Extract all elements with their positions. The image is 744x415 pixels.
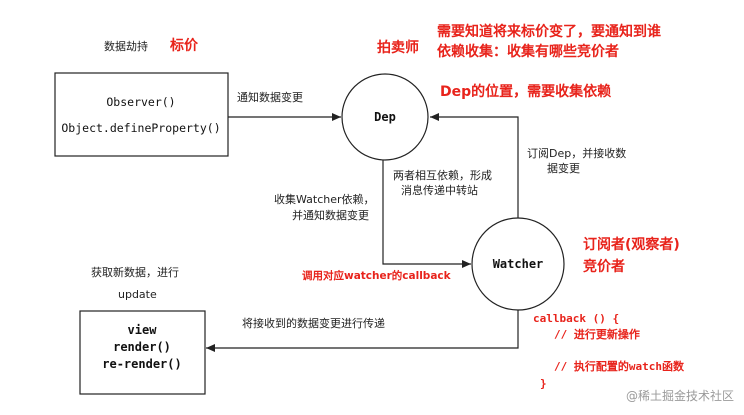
watcher-to-view-arrow xyxy=(206,310,519,352)
observer-box xyxy=(54,72,229,157)
callback-line-2: // 进行更新操作 xyxy=(554,327,640,341)
callback-line-4: } xyxy=(540,377,547,390)
notify-change-label: 通知数据变更 xyxy=(237,90,303,104)
bidder-annotation: 竞价者 xyxy=(583,258,625,275)
mutual-dependency-label: 两者相互依赖，形成 xyxy=(393,169,492,182)
view-box xyxy=(79,310,206,395)
hijack-label: 数据劫持 xyxy=(104,39,148,53)
call-callback-annotation: 调用对应watcher的callback xyxy=(302,269,452,282)
pass-on-label: 将接收到的数据变更进行传递 xyxy=(242,316,385,330)
mutual-dependency-label-2: 消息传递中转站 xyxy=(401,183,478,197)
collect-watcher-label-2: 并通知数据变更 xyxy=(292,208,369,222)
top-right-annotation: 需要知道将来标价变了，要通知到谁 xyxy=(437,23,661,40)
dep-to-watcher-arrow xyxy=(382,160,471,268)
render-label: render() xyxy=(113,340,171,354)
observer-label: Observer() xyxy=(106,95,175,109)
collect-watcher-label: 收集Watcher依赖， xyxy=(274,192,375,206)
view-label: view xyxy=(128,323,158,337)
tag-item-annotation: 标价 xyxy=(169,37,199,54)
dep-label: Dep xyxy=(374,110,396,124)
watcher-to-dep-arrow xyxy=(430,113,519,218)
callback-line-3: // 执行配置的watch函数 xyxy=(554,359,685,373)
get-new-data-label: 获取新数据，进行 xyxy=(91,265,179,279)
subscribe-dep-label-2: 据变更 xyxy=(547,161,580,175)
watcher-label: Watcher xyxy=(493,257,544,271)
watermark: @稀土掘金技术社区 xyxy=(626,388,734,403)
define-property-label: Object.defineProperty() xyxy=(61,121,220,135)
top-right-annotation-2: 依赖收集：收集有哪些竞价者 xyxy=(437,43,619,60)
subscriber-annotation: 订阅者(观察者) xyxy=(583,236,680,253)
callback-line-1: callback () { xyxy=(533,312,619,325)
dep-node xyxy=(341,73,429,161)
update-label: update xyxy=(118,288,157,301)
dep-position-annotation: Dep的位置，需要收集依赖 xyxy=(440,83,611,100)
subscribe-dep-label: 订阅Dep，并接收数 xyxy=(527,146,626,160)
auctioneer-annotation: 拍卖师 xyxy=(377,39,419,56)
re-render-label: re-render() xyxy=(102,357,181,371)
